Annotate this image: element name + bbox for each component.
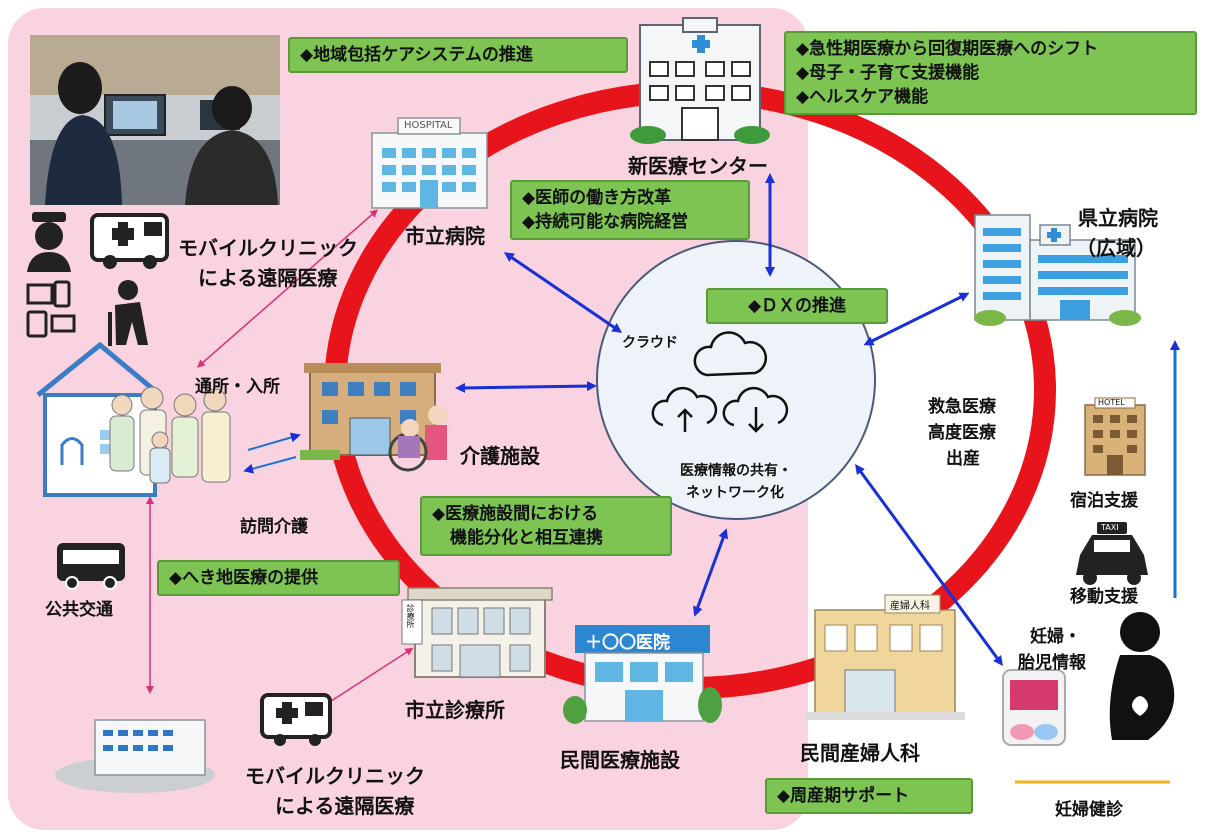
cloud-icons — [651, 331, 789, 433]
new-center-building — [630, 17, 770, 144]
arrow-cloud-city-hospital — [503, 252, 623, 333]
taxi-sign: TAXI — [1101, 523, 1119, 532]
care-facility-building — [300, 363, 448, 472]
bus-icon — [57, 543, 125, 590]
remote-area-text: ◆へき地医療の提供 — [169, 568, 319, 588]
emergency-label-2: 高度医療 — [928, 423, 996, 443]
work-reform-text: ◆医師の働き方改革 — [522, 188, 672, 208]
private-clinic-building — [563, 625, 722, 724]
perinatal-text: ◆周産期サポート — [777, 786, 910, 806]
sharing-label-1: 医療情報の共有・ — [680, 463, 792, 479]
mobile-clinic-bottom-label-2: による遠隔医療 — [275, 794, 415, 818]
ambulance-bottom-icon — [260, 693, 332, 746]
center-functions-box: ◆急性期医療から回復期医療へのシフト ◆母子・子育て支援機能 ◆ヘルスケア機能 — [784, 31, 1197, 115]
hospital-reform-box: ◆医師の働き方改革 ◆持続可能な病院経営 — [510, 180, 750, 240]
emergency-label-3: 出産 — [946, 449, 980, 469]
private-facility-label: 民間医療施設 — [560, 748, 680, 772]
dx-box: ◆ＤＸの推進 — [706, 288, 888, 324]
arrow-cloud-private-facility — [693, 528, 728, 617]
lodging-support-label: 宿泊支援 — [1070, 491, 1138, 511]
cloud-label: クラウド — [622, 335, 678, 351]
arrow-home-care-in — [243, 456, 297, 474]
transport-support-label: 移動支援 — [1070, 587, 1138, 607]
pref-hospital-building — [974, 214, 1141, 326]
arrow-cloud-care — [455, 381, 597, 393]
elderly-icon — [108, 280, 148, 346]
tablet-device-icon — [1002, 669, 1066, 746]
pregnant-woman-icon — [1109, 612, 1175, 740]
sustainable-text: ◆持続可能な病院経営 — [522, 212, 689, 232]
private-obgyn-building — [805, 594, 965, 720]
nurse-icon — [27, 212, 71, 272]
care-facility-label: 介護施設 — [460, 444, 540, 468]
mobile-clinic-top-label-2: による遠隔医療 — [198, 266, 338, 290]
perinatal-box: ◆周産期サポート — [765, 778, 973, 814]
arrow-cloud-pregnant-info — [855, 463, 1003, 667]
pregnant-info-label-1: 妊婦・ — [1030, 627, 1081, 647]
arrow-pink-ambulance-clinic — [324, 647, 414, 706]
new-center-label: 新医療センター — [628, 154, 768, 178]
function-division-text-2: 機能分化と相互連携 — [450, 528, 603, 548]
acute-shift-text: ◆急性期医療から回復期医療へのシフト — [796, 39, 1099, 59]
obgyn-sign: 産婦人科 — [890, 601, 930, 612]
community-care-box: ◆地域包括ケアシステムの推進 — [288, 37, 628, 73]
community-care-text: ◆地域包括ケアシステムの推進 — [300, 45, 533, 65]
clinic-sign: ＋〇〇医院 — [585, 633, 670, 653]
pref-hospital-label-1: 県立病院 — [1078, 206, 1158, 230]
healthcare-text: ◆ヘルスケア機能 — [796, 87, 929, 107]
devices-icon — [26, 280, 76, 338]
public-transit-label: 公共交通 — [45, 600, 113, 620]
taxi-icon — [1076, 522, 1148, 585]
ambulance-top-icon — [90, 213, 169, 269]
remote-consultation-photo — [30, 35, 280, 205]
clinic-vertical-sign: 診療所 — [406, 604, 415, 628]
hotel-building — [1084, 397, 1146, 476]
pref-hospital-label-2: （広域） — [1076, 236, 1156, 260]
home-family-icon — [36, 341, 231, 497]
city-hospital-label: 市立病院 — [405, 224, 485, 248]
commute-label: 通所・入所 — [195, 377, 280, 397]
remote-area-box: ◆へき地医療の提供 — [157, 560, 400, 596]
mobile-clinic-bottom-label-1: モバイルクリニック — [245, 764, 425, 788]
city-clinic-building — [401, 587, 553, 678]
home-care-label: 訪問介護 — [240, 517, 308, 537]
emergency-label-1: 救急医療 — [928, 397, 996, 417]
function-division-box: ◆医療施設間における 機能分化と相互連携 — [420, 496, 672, 556]
maternal-child-text: ◆母子・子育て支援機能 — [796, 63, 980, 83]
pregnant-info-label-2: 胎児情報 — [1018, 653, 1086, 673]
cloud-network-circle — [596, 240, 876, 520]
arrow-cloud-pref-hospital — [863, 292, 970, 346]
arrow-pink-home-hospital — [196, 209, 379, 368]
dx-text: ◆ＤＸの推進 — [747, 296, 847, 316]
mobile-clinic-top-label-1: モバイルクリニック — [178, 236, 358, 260]
prenatal-checkup-label: 妊婦健診 — [1055, 800, 1123, 820]
city-clinic-label: 市立診療所 — [405, 698, 505, 722]
arrow-home-care-out — [247, 432, 301, 451]
hospital-sign: HOSPITAL — [404, 120, 453, 131]
sharing-label-2: ネットワーク化 — [686, 485, 784, 501]
hotel-sign: HOTEL — [1098, 398, 1125, 407]
city-hospital-building — [371, 117, 488, 209]
private-obgyn-label: 民間産婦人科 — [800, 741, 920, 765]
function-division-text-1: ◆医療施設間における — [432, 504, 599, 524]
rural-clinic-building — [55, 719, 215, 793]
